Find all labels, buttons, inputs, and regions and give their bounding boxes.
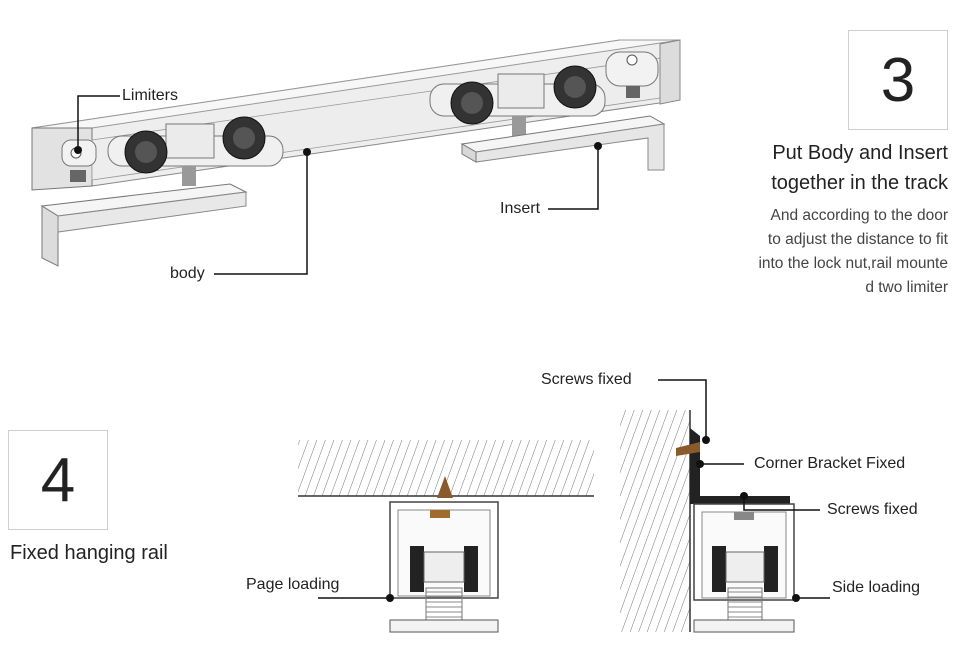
carriage-right xyxy=(429,65,606,136)
step-3-desc-line-3: into the lock nut,rail mounte xyxy=(758,255,948,272)
page-loading-label: Page loading xyxy=(246,576,340,593)
limiters-label: Limiters xyxy=(122,87,179,104)
insert-right xyxy=(460,115,666,171)
callout-dots-top xyxy=(74,142,602,156)
screws-fixed-right-label: Screws fixed xyxy=(827,501,918,518)
body-label: body xyxy=(170,265,205,282)
corner-bracket-label: Corner Bracket Fixed xyxy=(754,455,906,472)
step-4-title: Fixed hanging rail xyxy=(10,542,168,564)
step-3-desc-line-4: d two limiter xyxy=(865,279,948,296)
wall-mount-drawing xyxy=(620,410,795,633)
step-3-title: Put Body and Insert together in the trac… xyxy=(668,138,948,198)
step-3-description: And according to the door to adjust the … xyxy=(668,204,948,300)
step-3-desc-line-1: And according to the door xyxy=(770,207,948,224)
callout-lines-top xyxy=(77,95,599,275)
ceiling-mount-drawing xyxy=(298,440,594,633)
insert-label: Insert xyxy=(500,200,541,217)
step-3-title-line-1: Put Body and Insert xyxy=(772,142,948,164)
callout-lines-bottom xyxy=(318,379,830,599)
callout-dots-bottom xyxy=(386,436,800,602)
side-loading-label: Side loading xyxy=(832,579,921,596)
insert-left xyxy=(40,183,248,267)
step-3-number-box: 3 xyxy=(848,30,948,130)
step-3-number: 3 xyxy=(880,45,916,115)
carriage-left xyxy=(107,116,284,186)
step-3-desc-line-2: to adjust the distance to fit xyxy=(767,231,948,248)
limiter-right xyxy=(605,51,659,98)
step-3-title-line-2: together in the track xyxy=(771,172,948,194)
screws-fixed-top-label: Screws fixed xyxy=(541,371,632,388)
track-assembly xyxy=(31,39,681,267)
step-4-number-box: 4 xyxy=(8,430,108,530)
step-4-number: 4 xyxy=(40,445,76,515)
